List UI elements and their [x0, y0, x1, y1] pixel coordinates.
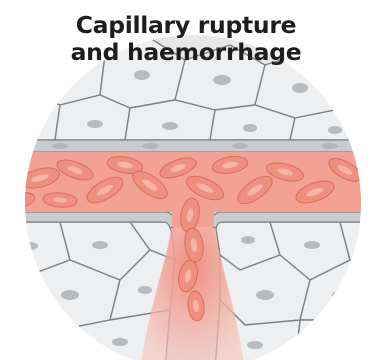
diagram-title-overlay: Capillary rupture and haemorrhage	[0, 12, 372, 66]
title-line-2-overlay: and haemorrhage	[0, 39, 372, 66]
title-line-1-overlay: Capillary rupture	[0, 12, 372, 39]
